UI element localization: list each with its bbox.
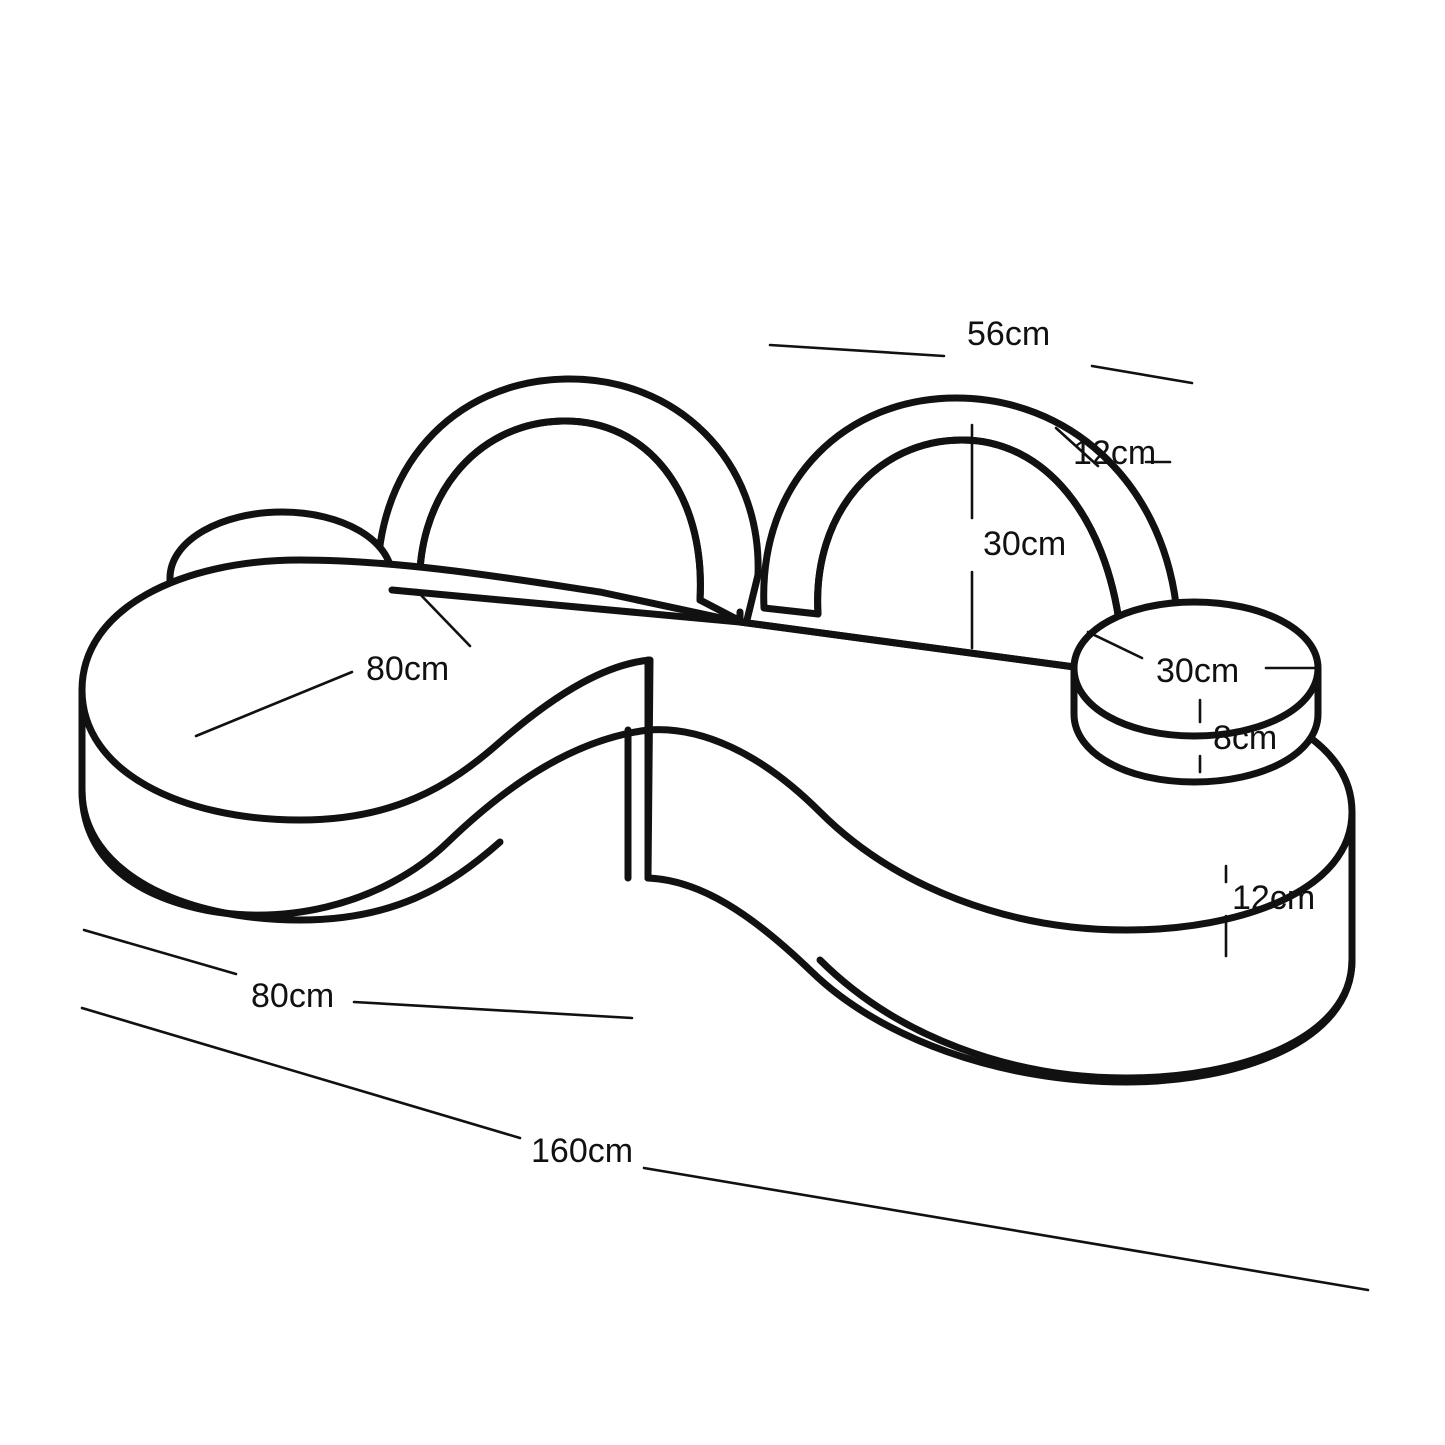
dim-30cm-bolster — [1086, 630, 1318, 670]
dim-label-30cm-backrest: 30cm — [983, 525, 1067, 563]
dim-label-30cm-bolster: 30cm — [1156, 652, 1240, 690]
dim-label-80cm-module: 80cm — [251, 977, 335, 1015]
seat-body — [78, 556, 1356, 1086]
dim-label-8cm-bolster: 8cm — [1213, 719, 1278, 757]
dim-label-80cm-depth: 80cm — [366, 650, 450, 688]
left-backrest — [374, 375, 762, 628]
dim-label-56cm: 56cm — [967, 315, 1051, 353]
dim-12cm-backrest — [1054, 426, 1172, 468]
dim-label-12cm-backrest: 12cm — [1073, 434, 1157, 472]
dim-160cm-overall — [80, 1006, 1370, 1292]
right-bolster — [1070, 598, 1322, 786]
dim-label-160cm-overall: 160cm — [531, 1132, 634, 1170]
seat-seam-right — [736, 618, 1086, 672]
dim-80cm-module — [82, 928, 634, 1020]
seat-seam-left — [388, 586, 744, 626]
dim-label-12cm-seat: 12cm — [1232, 879, 1316, 917]
dim-80cm-depth — [194, 588, 472, 738]
dim-56cm — [768, 343, 1194, 385]
